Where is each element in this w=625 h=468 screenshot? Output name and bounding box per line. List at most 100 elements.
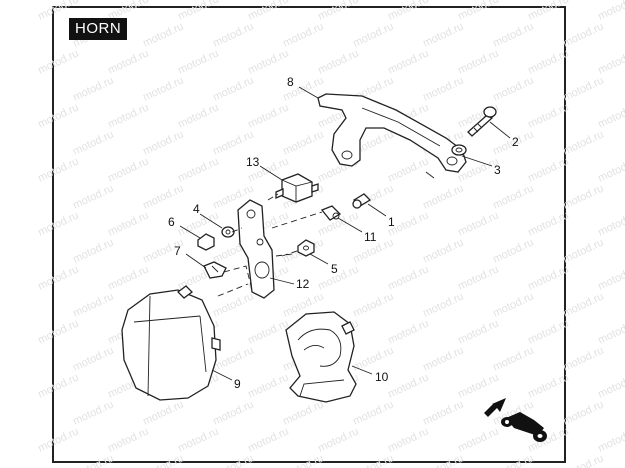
watermark-text: motod.ru	[176, 155, 220, 184]
watermark-text: motod.ru	[456, 371, 500, 400]
watermark-text: motod.ru	[246, 0, 290, 23]
watermark-text: motod.ru	[351, 20, 395, 49]
watermark-text: motod.ru	[141, 182, 185, 211]
watermark-text: motod.ru	[456, 425, 500, 454]
watermark-text: motod.ru	[386, 371, 430, 400]
watermark-text: motod.ru	[211, 290, 255, 319]
watermark-text: motod.ru	[316, 0, 360, 23]
watermark-text: motod.ru	[526, 371, 570, 400]
watermark-text: motod.ru	[596, 263, 625, 292]
watermark-text: motod.ru	[421, 236, 465, 265]
watermark-text: motod.ru	[351, 398, 395, 427]
watermark-text: motod.ru	[71, 236, 115, 265]
bracket-part-8	[317, 93, 467, 179]
watermark-text: motod.ru	[316, 47, 360, 76]
watermark-text: motod.ru	[71, 344, 115, 373]
watermark-text: motod.ru	[421, 290, 465, 319]
watermark-text: motod.ru	[561, 128, 605, 157]
watermark-text: motod.ru	[596, 209, 625, 238]
watermark-text: motod.ru	[491, 344, 535, 373]
watermark-text: motod.ru	[71, 452, 115, 468]
horn-cover-part-9	[121, 285, 221, 401]
watermark-text: motod.ru	[246, 371, 290, 400]
watermark-text: motod.ru	[421, 344, 465, 373]
watermark-text: motod.ru	[386, 317, 430, 346]
watermark-text: motod.ru	[491, 182, 535, 211]
watermark-text: motod.ru	[526, 155, 570, 184]
watermark-text: motod.ru	[316, 263, 360, 292]
watermark-text: motod.ru	[386, 47, 430, 76]
nut-part-6	[197, 233, 215, 251]
watermark-text: motod.ru	[526, 47, 570, 76]
callout-7: 7	[174, 244, 181, 258]
callout-5: 5	[331, 262, 338, 276]
watermark-text: motod.ru	[526, 0, 570, 23]
watermark-text: motod.ru	[561, 452, 605, 468]
watermark-text: motod.ru	[316, 425, 360, 454]
callout-12: 12	[296, 277, 310, 291]
rubber-mount-part-13	[275, 173, 319, 203]
callout-8: 8	[287, 75, 294, 89]
watermark-text: motod.ru	[351, 344, 395, 373]
watermark-text: motod.ru	[456, 317, 500, 346]
watermark-text: motod.ru	[106, 47, 150, 76]
watermark-text: motod.ru	[491, 290, 535, 319]
watermark-text: motod.ru	[36, 209, 80, 238]
watermark-text: motod.ru	[211, 128, 255, 157]
watermark-text: motod.ru	[526, 263, 570, 292]
callout-labels: 8 2 3 13 1 11 4 6 7 5 12 9 10	[168, 75, 519, 391]
watermark-text: motod.ru	[176, 0, 220, 23]
watermark-text: motod.ru	[526, 317, 570, 346]
watermark-text: motod.ru	[351, 290, 395, 319]
watermark-text: motod.ru	[211, 20, 255, 49]
watermark-text: motod.ru	[141, 74, 185, 103]
watermark-text: motod.ru	[456, 0, 500, 23]
watermark-text: motod.ru	[141, 452, 185, 468]
watermark-text: motod.ru	[386, 0, 430, 23]
watermark-text: motod.ru	[36, 155, 80, 184]
watermark-text: motod.ru	[561, 182, 605, 211]
watermark-text: motod.ru	[386, 263, 430, 292]
watermark-text: motod.ru	[596, 317, 625, 346]
watermark-text: motod.ru	[106, 425, 150, 454]
callout-13: 13	[246, 155, 260, 169]
washer-part-3	[451, 144, 467, 156]
watermark-text: motod.ru	[561, 290, 605, 319]
watermark-text: motod.ru	[456, 209, 500, 238]
watermark-text: motod.ru	[71, 128, 115, 157]
watermark-text: motod.ru	[421, 20, 465, 49]
watermark-text: motod.ru	[246, 317, 290, 346]
watermark-text: motod.ru	[106, 263, 150, 292]
front-direction-icon	[484, 398, 547, 442]
watermark-text: motod.ru	[176, 101, 220, 130]
watermark-text: motod.ru	[211, 452, 255, 468]
horn-part-10	[285, 311, 357, 403]
watermark-text: motod.ru	[36, 371, 80, 400]
callout-9: 9	[234, 377, 241, 391]
watermark-text: motod.ru	[246, 425, 290, 454]
callout-3: 3	[494, 163, 501, 177]
watermark-text: motod.ru	[36, 263, 80, 292]
assembly-lines	[217, 193, 323, 297]
diagram-title: HORN	[69, 18, 128, 40]
watermark-text: motod.ru	[141, 20, 185, 49]
bolt-part-2	[467, 106, 497, 137]
watermark-text: motod.ru	[351, 452, 395, 468]
callout-11: 11	[364, 230, 377, 244]
watermark-text: motod.ru	[386, 155, 430, 184]
watermark-text: motod.ru	[211, 74, 255, 103]
watermark-text: motod.ru	[491, 74, 535, 103]
screw-part-1	[352, 193, 372, 209]
watermark-text: motod.ru	[596, 371, 625, 400]
watermark-text: motod.ru	[491, 452, 535, 468]
watermark-text: motod.ru	[561, 74, 605, 103]
watermark-text: motod.ru	[246, 47, 290, 76]
watermark-text: motod.ru	[176, 425, 220, 454]
watermark-text: motod.ru	[456, 263, 500, 292]
watermark-text: motod.ru	[71, 74, 115, 103]
watermark-text: motod.ru	[596, 47, 625, 76]
watermark-text: motod.ru	[211, 398, 255, 427]
watermark-text: motod.ru	[561, 344, 605, 373]
watermark-text: motod.ru	[141, 398, 185, 427]
clip-part-11	[320, 205, 342, 221]
